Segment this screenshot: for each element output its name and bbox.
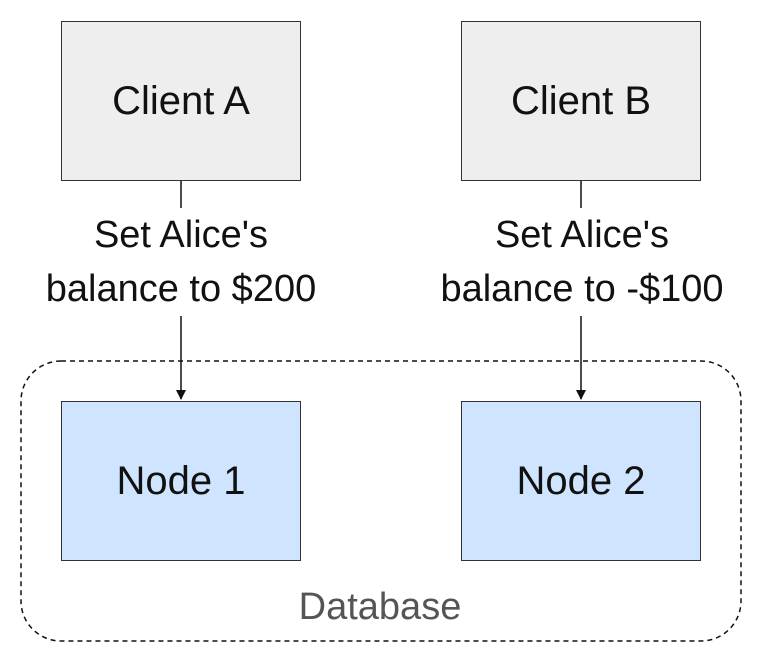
database-group-label: Database [298,586,462,628]
node-1-box: Node 1 [61,401,301,561]
client-b-box: Client B [461,21,701,181]
edge-label-b: Set Alice's balance to -$100 [415,208,749,316]
client-b-label: Client B [510,78,652,123]
edge-label-b-line1: Set Alice's [494,214,670,256]
node-2-box: Node 2 [461,401,701,561]
node-2-label: Node 2 [516,458,646,503]
edge-label-a: Set Alice's balance to $200 [24,208,338,316]
edge-label-a-line1: Set Alice's [93,214,269,256]
edge-label-a-line2: balance to $200 [45,268,317,310]
client-a-box: Client A [61,21,301,181]
database-group-border [20,360,742,642]
edge-label-b-line2: balance to -$100 [440,268,724,310]
client-a-label: Client A [112,78,250,123]
node-1-label: Node 1 [116,458,246,503]
